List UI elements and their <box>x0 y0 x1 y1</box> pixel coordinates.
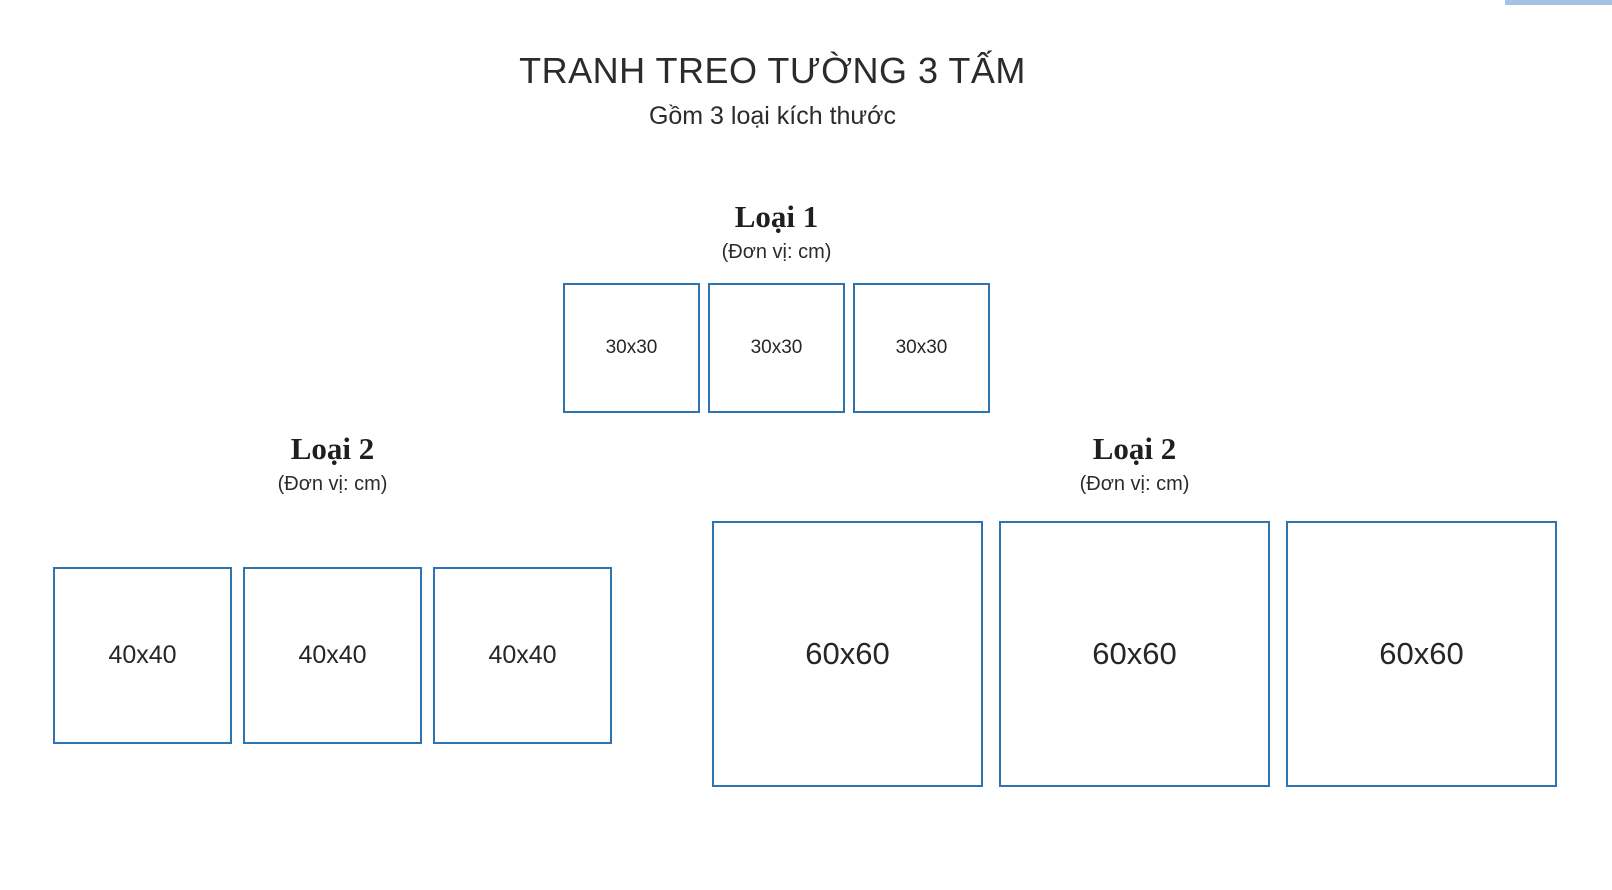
panel-size-label: 30x30 <box>605 336 658 358</box>
size-group-loai-2-left: Loại 2 (Đơn vị: cm) 40x40 40x40 40x40 <box>53 430 612 744</box>
panel-40x40: 40x40 <box>433 566 612 744</box>
size-group-loai-1: Loại 1 (Đơn vị: cm) 30x30 30x30 30x30 <box>563 198 990 413</box>
group-unit: (Đơn vị: cm) <box>1079 472 1190 495</box>
panel-size-label: 60x60 <box>1379 635 1464 671</box>
size-group-loai-2-right: Loại 2 (Đơn vị: cm) 60x60 60x60 60x60 <box>712 430 1557 787</box>
panel-row: 30x30 30x30 30x30 <box>563 282 990 413</box>
panel-size-label: 40x40 <box>488 640 557 669</box>
panel-size-label: 60x60 <box>1092 635 1177 671</box>
panel-60x60: 60x60 <box>712 520 983 787</box>
group-label: Loại 1 <box>734 199 819 234</box>
panel-40x40: 40x40 <box>243 566 422 744</box>
panel-60x60: 60x60 <box>1286 520 1557 787</box>
top-right-strip <box>1505 0 1612 5</box>
panel-size-label: 60x60 <box>805 635 890 671</box>
panel-30x30: 30x30 <box>853 282 990 413</box>
panel-size-label: 40x40 <box>298 640 367 669</box>
panel-40x40: 40x40 <box>53 566 232 744</box>
group-unit: (Đơn vị: cm) <box>721 240 832 263</box>
panel-row: 60x60 60x60 60x60 <box>712 520 1557 787</box>
panel-60x60: 60x60 <box>999 520 1270 787</box>
diagram-heading: TRANH TREO TƯỜNG 3 TẤM Gồm 3 loại kích t… <box>0 48 1545 131</box>
panel-30x30: 30x30 <box>563 282 700 413</box>
panel-size-label: 30x30 <box>750 336 803 358</box>
page-title: TRANH TREO TƯỜNG 3 TẤM <box>519 50 1026 91</box>
panel-size-label: 30x30 <box>895 336 948 358</box>
page-subtitle: Gồm 3 loại kích thước <box>648 102 897 130</box>
group-unit: (Đơn vị: cm) <box>277 472 388 495</box>
group-label: Loại 2 <box>290 431 375 466</box>
panel-30x30: 30x30 <box>708 282 845 413</box>
group-label: Loại 2 <box>1092 431 1177 466</box>
panel-row: 40x40 40x40 40x40 <box>53 566 612 744</box>
panel-size-label: 40x40 <box>108 640 177 669</box>
